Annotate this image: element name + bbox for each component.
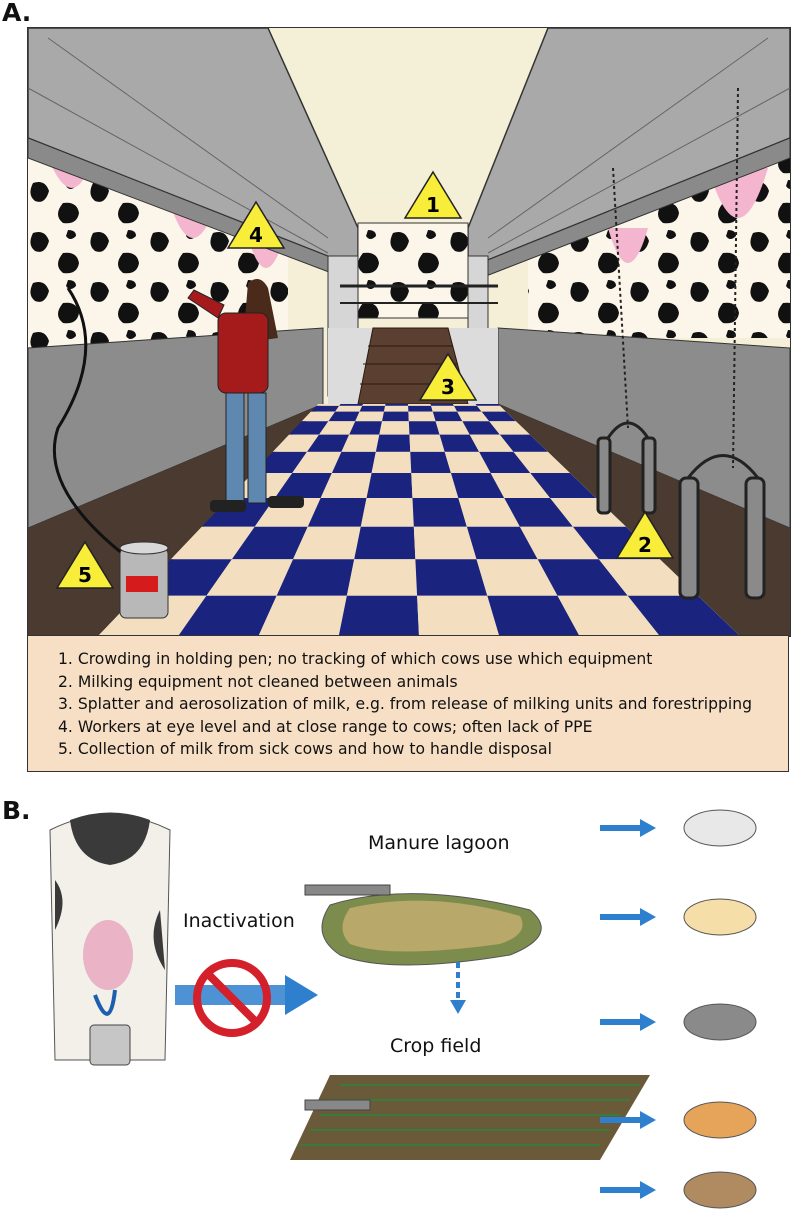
legend-item: 1. Crowding in holding pen; no tracking … <box>58 650 653 668</box>
gull-icon <box>683 809 757 847</box>
legend-box: 1. Crowding in holding pen; no tracking … <box>27 635 789 772</box>
warning-marker-1: 1 <box>403 170 463 219</box>
mouse-icon <box>683 1171 757 1209</box>
manure-lagoon-icon <box>304 884 542 966</box>
legend-item: 2. Milking equipment not cleaned between… <box>58 672 458 691</box>
milking-units <box>596 87 766 600</box>
arrow-to-chicken <box>600 908 656 926</box>
inactivation-label: Inactivation <box>183 910 295 932</box>
arrow-to-mouse <box>600 1181 656 1199</box>
flow-arrow-head <box>285 975 318 1015</box>
warning-marker-4: 4 <box>226 200 286 249</box>
warning-marker-5: 5 <box>55 540 115 589</box>
manure-lagoon-label: Manure lagoon <box>368 832 510 854</box>
svg-text:3: 3 <box>441 375 455 399</box>
worker-figure <box>187 279 304 512</box>
warning-marker-3: 3 <box>418 352 478 401</box>
svg-text:2: 2 <box>638 533 652 557</box>
milk-can <box>119 541 169 619</box>
arrow-to-gull <box>600 819 656 837</box>
crop-field-icon <box>290 1075 650 1160</box>
panel-a-label: A. <box>2 0 32 27</box>
cow-rear-icon <box>49 812 171 1066</box>
legend-item: 5. Collection of milk from sick cows and… <box>58 740 552 758</box>
warning-marker-2: 2 <box>615 510 675 559</box>
svg-text:5: 5 <box>78 563 92 587</box>
arrow-to-cat <box>600 1111 656 1129</box>
panel-b-diagram: Inactivation Manure lagoon Crop field <box>0 790 792 1212</box>
chicken-icon <box>683 898 757 936</box>
panel-b-label: B. <box>2 796 31 825</box>
legend-item: 3. Splatter and aerosolization of milk, … <box>58 695 752 713</box>
raccoon-icon <box>683 1003 757 1041</box>
checkered-floor <box>98 404 740 636</box>
crop-field-label: Crop field <box>390 1035 482 1057</box>
milking-parlor-scene: 1 2 3 4 5 <box>27 27 791 637</box>
cat-icon <box>683 1101 757 1139</box>
svg-text:1: 1 <box>426 193 440 217</box>
arrow-to-raccoon <box>600 1013 656 1031</box>
no-sign-icon <box>193 959 271 1037</box>
legend-item: 4. Workers at eye level and at close ran… <box>58 717 593 736</box>
svg-text:4: 4 <box>249 223 263 247</box>
